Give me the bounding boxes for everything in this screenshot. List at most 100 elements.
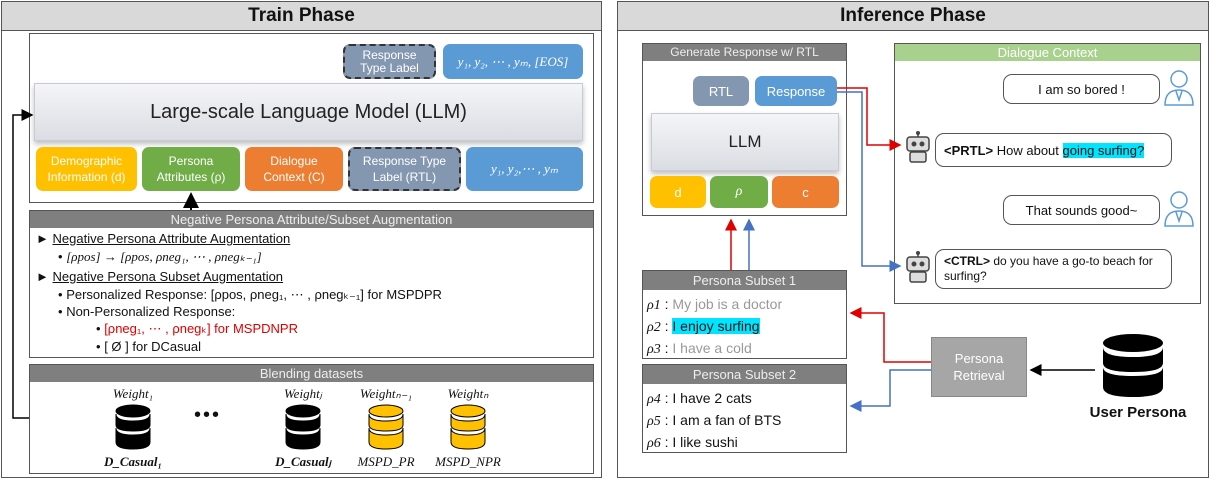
blend-weight-label: Weightⱼ — [284, 386, 322, 401]
attr-aug-item: • [ρpos] → [ρpos, ρneg₁, ⋯ , ρnegₖ₋₁] — [58, 249, 262, 265]
inference-llm-box: LLM — [651, 113, 839, 171]
bot-bubble-2: <CTRL> do you have a go-to beach for sur… — [935, 249, 1172, 289]
persona-item-separator: : — [660, 318, 673, 334]
train-phase-title: Train Phase — [2, 2, 601, 31]
persona-retrieval-text: Persona Retrieval — [953, 351, 1005, 383]
dataset-label: MSPD_NPR — [435, 454, 501, 469]
generate-response-box: Generate Response w/ RTL — [642, 43, 847, 216]
input-persona-text: Persona Attributes (ρ) — [156, 154, 226, 184]
bot-bubble-1: <PRTL> How about going surfing? — [935, 133, 1172, 167]
nonpersonalized-item: • Non-Personalized Response: — [58, 304, 235, 319]
rtl-box: RTL — [693, 76, 749, 106]
attr-aug-item-text: [ρpos] → [ρpos, ρneg₁, ⋯ , ρnegₖ₋₁] — [66, 249, 262, 264]
persona-item-text: I enjoy surfing — [672, 318, 760, 334]
persona-subset-1-box: Persona Subset 1 ρ1 : My job is a doctor… — [642, 270, 847, 359]
persona-item-text: I have a cold — [672, 340, 752, 356]
personalized-item: • Personalized Response: [ρpos, ρneg₁, ⋯… — [58, 287, 442, 303]
dialogue-context-title: Dialogue Context — [895, 44, 1200, 61]
dataset-icon — [449, 404, 487, 455]
input-target-text: y₁, y₂,⋯ , yₘ — [491, 161, 558, 176]
rtl-text: RTL — [708, 83, 734, 99]
llm-title: Large-scale Language Model (LLM) — [150, 100, 467, 123]
dialogue-context-box: Dialogue Context — [894, 43, 1201, 304]
persona-item-label: ρ1 — [647, 298, 661, 313]
response-text: Response — [766, 83, 826, 99]
persona-item-label: ρ4 — [647, 392, 661, 407]
inference-input-rho-text: ρ — [735, 184, 743, 199]
bot-bubble-1-highlight: going surfing? — [1062, 142, 1145, 158]
inference-input-rho: ρ — [710, 176, 768, 208]
bullet-icon: • — [58, 304, 63, 319]
user-avatar-icon — [1163, 68, 1195, 111]
bullet-icon: • — [58, 287, 63, 302]
personalized-text: Personalized Response: [ρpos, ρneg₁, ⋯ ,… — [66, 287, 442, 302]
persona-item-separator: : — [660, 340, 673, 356]
train-phase-panel: Train Phase — [1, 1, 602, 478]
persona-item-separator: : — [660, 412, 673, 428]
bot-bubble-2-content: <CTRL> do you have a go-to beach for sur… — [944, 254, 1163, 284]
inference-input-d: d — [650, 176, 706, 208]
bot-bubble-1-content: <PRTL> How about going surfing? — [944, 142, 1145, 158]
blend-weight-label: Weightₙ₋₁ — [359, 386, 413, 401]
user-persona-database-icon — [1101, 333, 1165, 404]
response-type-label-box: Response Type Label — [343, 44, 436, 79]
nonpersonalized-text: Non-Personalized Response: — [66, 304, 236, 319]
persona-retrieval-box: Persona Retrieval — [931, 337, 1027, 397]
prtl-tag: <PRTL> — [944, 142, 994, 158]
blend-ellipsis: ••• — [194, 404, 222, 426]
persona-item-separator: : — [660, 390, 673, 406]
persona-item: ρ5 : I am a fan of BTS — [647, 410, 846, 432]
augmentation-title: Negative Persona Attribute/Subset Augmen… — [30, 211, 593, 228]
dataset-icon — [114, 404, 152, 455]
persona-item-label: ρ3 — [647, 342, 661, 357]
bot-avatar-icon — [903, 251, 933, 288]
user-avatar-icon — [1163, 189, 1195, 232]
persona-item-label: ρ6 — [647, 436, 661, 451]
np-item-1-text: [ρneg₁, ⋯ , ρnegₖ] for MSPDNPR — [104, 321, 298, 336]
bullet-icon: • — [58, 249, 63, 264]
dataset-icon — [284, 404, 322, 455]
persona-item-text: I have 2 cats — [672, 390, 752, 406]
bot-bubble-2-text: do you have a go-to beach for surfing? — [944, 254, 1153, 283]
blending-title: Blending datasets — [30, 365, 593, 382]
attr-aug-heading-text: Negative Persona Attribute Augmentation — [52, 231, 291, 246]
input-dialogue-context: Dialogue Context (C) — [245, 147, 343, 191]
blend-weight-label: Weightₙ — [447, 386, 489, 401]
persona-item: ρ4 : I have 2 cats — [647, 388, 846, 410]
np-item-2: • [ Ø ] for DCasual — [96, 339, 201, 354]
persona-item-separator: : — [660, 434, 673, 450]
inference-llm-text: LLM — [728, 132, 762, 151]
user-persona-label: User Persona — [1089, 404, 1187, 421]
persona-item: ρ3 : I have a cold — [647, 338, 846, 360]
blend-weight-label: Weight₁ — [112, 386, 154, 401]
output-tokens-text: y₁, y₂, ⋯ , yₘ, [EOS] — [457, 53, 569, 69]
persona-subset-2-title: Persona Subset 2 — [643, 365, 846, 384]
response-box: Response — [755, 76, 837, 106]
dataset-label: MSPD_PR — [357, 454, 415, 469]
output-tokens-box: y₁, y₂, ⋯ , yₘ, [EOS] — [443, 44, 583, 79]
ctrl-tag: <CTRL> — [944, 254, 991, 268]
bot-avatar-icon — [903, 131, 933, 168]
persona-item: ρ1 : My job is a doctor — [647, 294, 846, 316]
dataset-icon — [367, 404, 405, 455]
augmentation-section: Negative Persona Attribute/Subset Augmen… — [29, 210, 594, 358]
bullet-icon: • — [96, 339, 101, 354]
inference-phase-panel: Inference Phase — [617, 1, 1209, 478]
user-bubble-2: That sounds good~ — [1003, 195, 1160, 225]
llm-box: Large-scale Language Model (LLM) — [34, 83, 583, 141]
generate-response-title: Generate Response w/ RTL — [643, 44, 846, 61]
input-dialogue-text: Dialogue Context (C) — [263, 154, 325, 184]
persona-item-text: I am a fan of BTS — [672, 412, 782, 428]
persona-item-label: ρ5 — [647, 414, 661, 429]
subset-aug-heading: ► Negative Persona Subset Augmentation — [36, 269, 283, 284]
arrow-bullet-icon: ► — [36, 269, 49, 284]
user-bubble-2-text: That sounds good~ — [1025, 202, 1138, 218]
input-demographic: Demographic Information (d) — [36, 147, 137, 191]
user-bubble-1: I am so bored ! — [1003, 74, 1160, 104]
inference-phase-title: Inference Phase — [618, 2, 1208, 31]
np-item-1: • [ρneg₁, ⋯ , ρnegₖ] for MSPDNPR — [96, 321, 298, 337]
bot-bubble-1-pre: How about — [993, 142, 1063, 158]
